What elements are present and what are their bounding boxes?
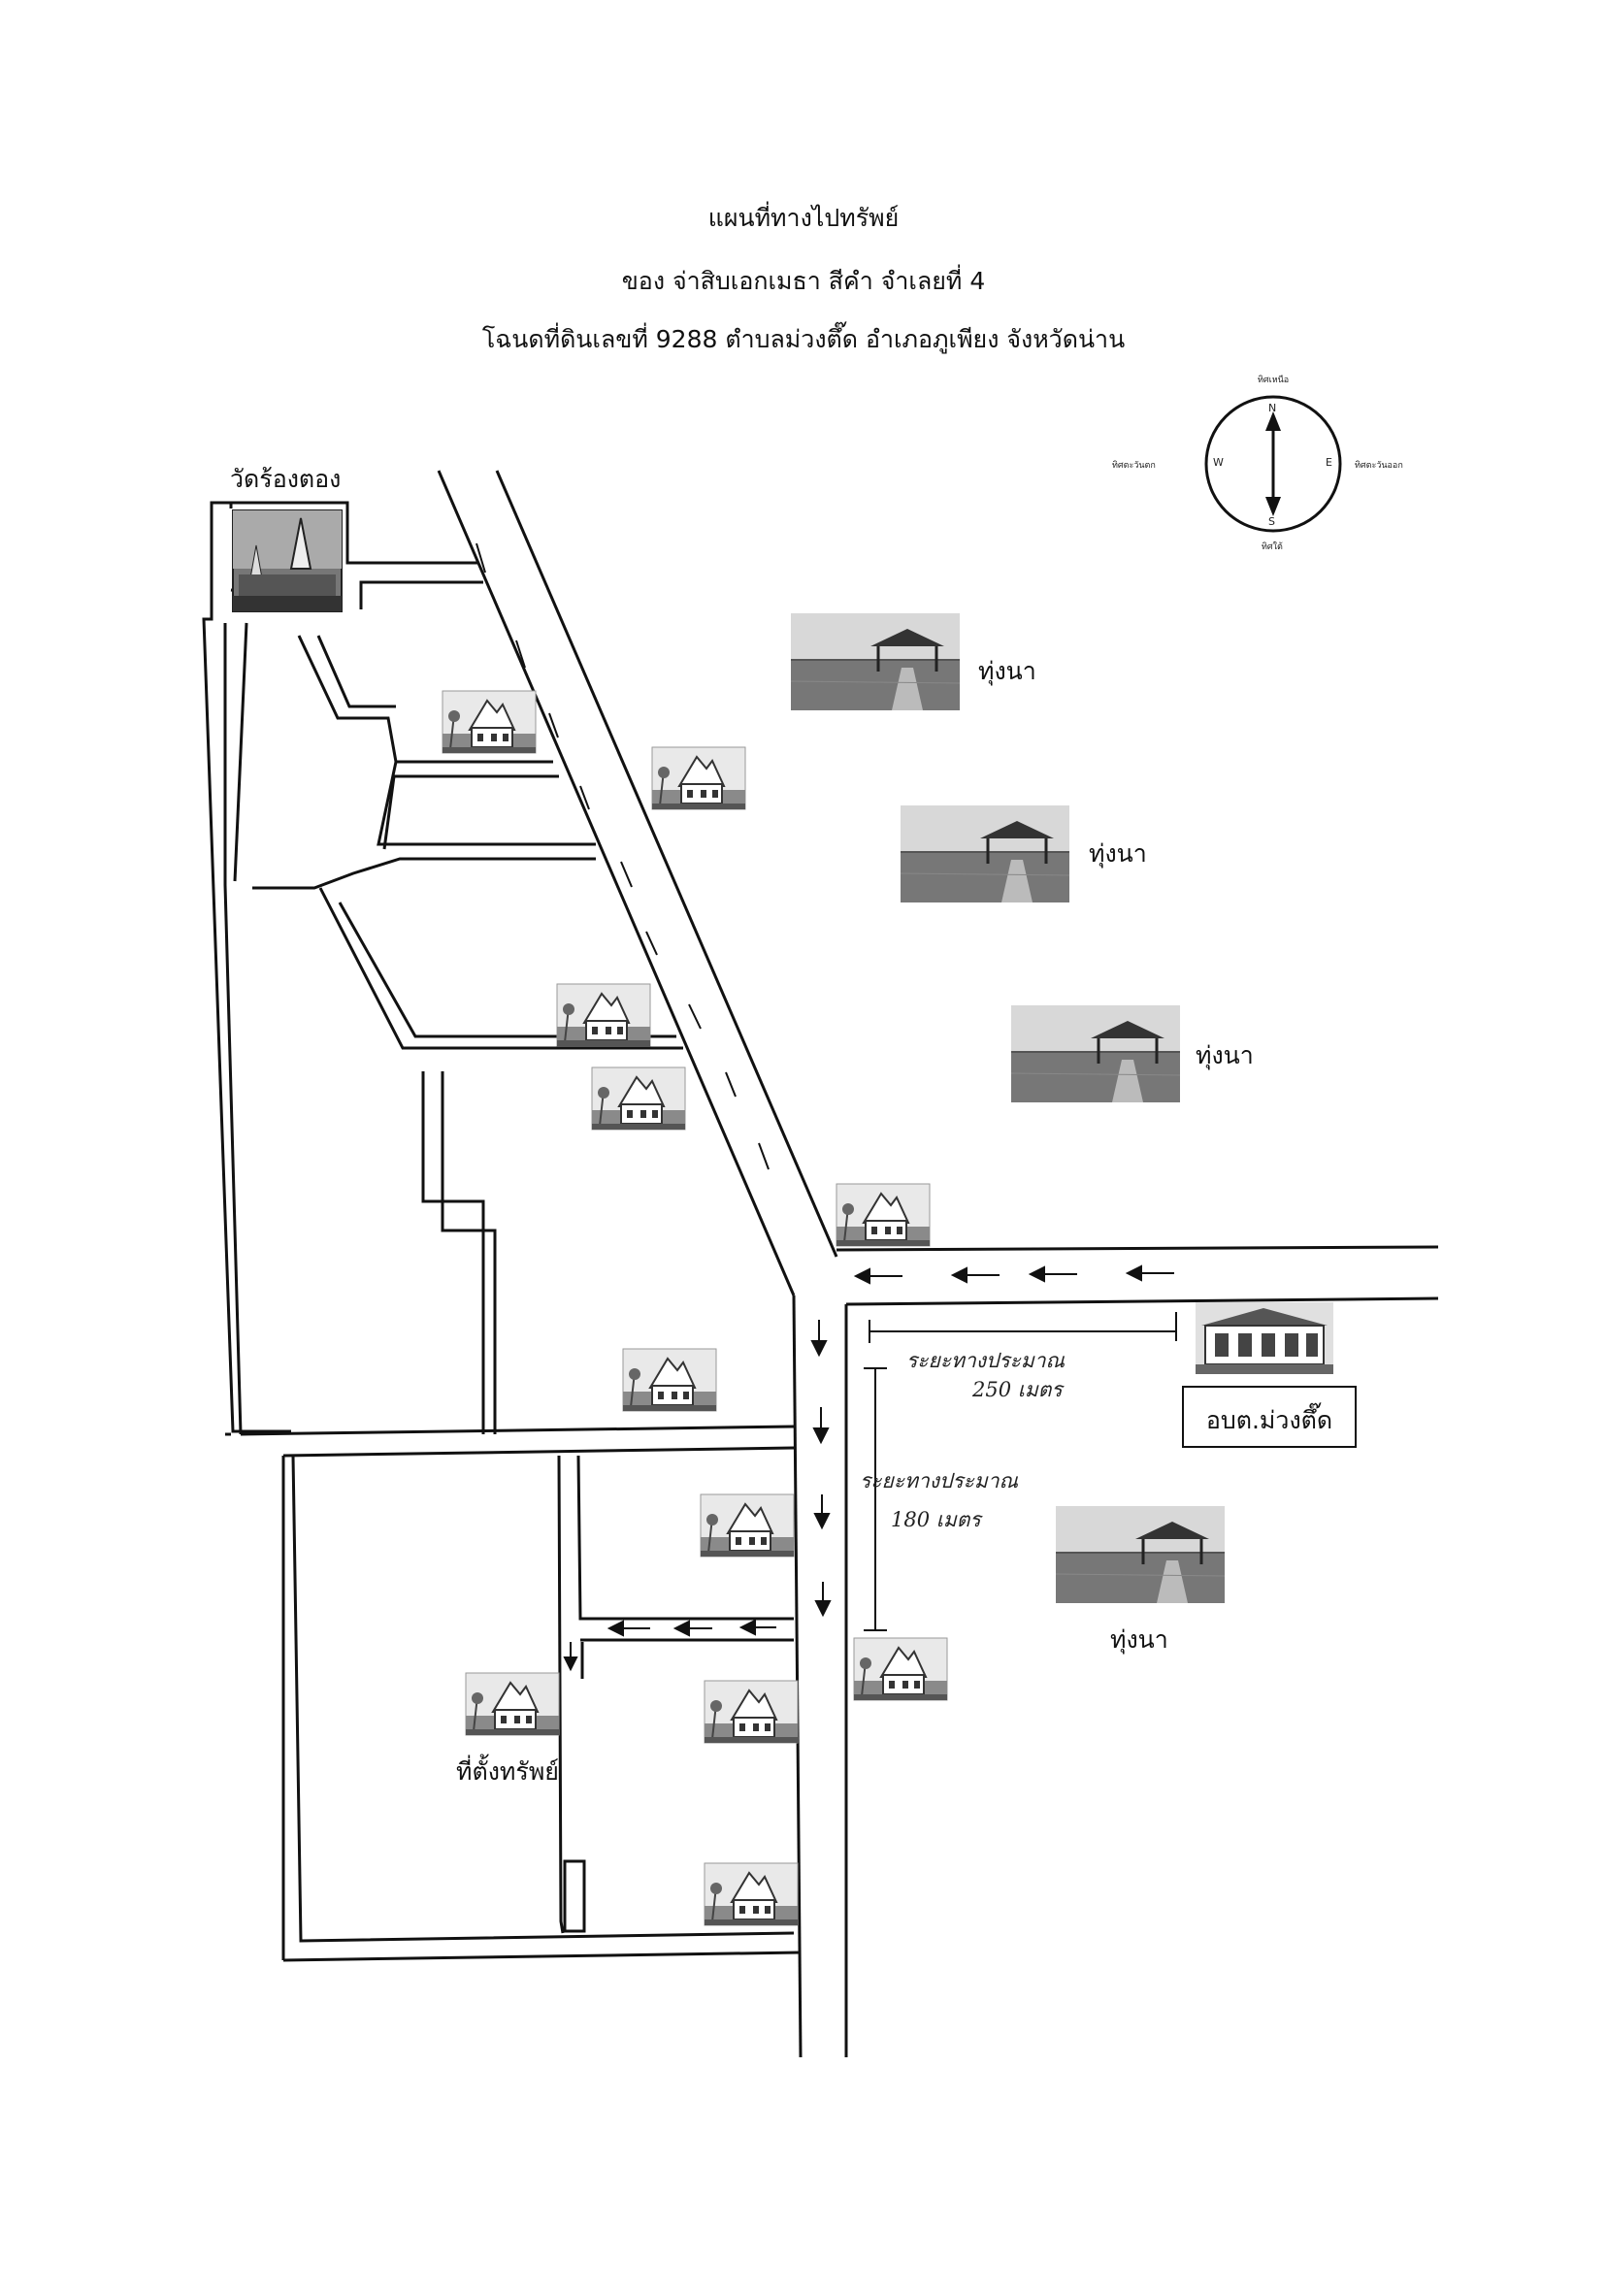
south-road: [792, 1295, 848, 2058]
temple-icon: [232, 509, 343, 612]
north-arrow-icon: [1265, 411, 1281, 431]
compass: [1204, 395, 1342, 533]
temple-label: วัดร้องตอง: [230, 465, 342, 493]
direction-arrows: [563, 1264, 1174, 1672]
map-title: แผนที่ทางไปทรัพย์: [707, 204, 900, 232]
field-label-3: ทุ่งนา: [1196, 1041, 1254, 1069]
west-lane: [202, 501, 802, 1962]
east-road: [836, 1245, 1439, 1306]
house-icon: [622, 1348, 717, 1412]
compass-n: N: [1268, 402, 1277, 414]
compass-east-word: ทิศตะวันออก: [1355, 461, 1403, 471]
distance-note-2-line2: 180 เมตร: [891, 1508, 981, 1531]
house-icon: [442, 690, 537, 754]
house-icon: [836, 1183, 931, 1247]
rice-field-pavilion-icon: [899, 804, 1071, 904]
distance-markers: [864, 1312, 1177, 1631]
house-icon: [704, 1862, 799, 1926]
house-icon: [704, 1680, 799, 1744]
field-label-1: ทุ่งนา: [978, 657, 1036, 685]
office-label-box: อบต.ม่วงตึ๊ด: [1182, 1386, 1357, 1448]
deed-line: โฉนดที่ดินเลขที่ 9288 ตำบลม่วงตึ๊ด อำเภอ…: [481, 325, 1126, 353]
compass-s: S: [1268, 515, 1275, 528]
compass-south-word: ทิศใต้: [1262, 542, 1283, 552]
compass-w: W: [1213, 456, 1224, 469]
house-icon: [651, 746, 746, 810]
office-label: อบต.ม่วงตึ๊ด: [1205, 1406, 1333, 1434]
compass-west-word: ทิศตะวันตก: [1112, 461, 1156, 471]
distance-note-1-line1: ระยะทางประมาณ: [906, 1349, 1066, 1372]
house-icon: [700, 1493, 795, 1558]
owner-line: ของ จ่าสิบเอกเมธา สีคำ จำเลยที่ 4: [621, 267, 986, 295]
house-icon: [591, 1066, 686, 1131]
property-location-label: ที่ตั้งทรัพย์: [456, 1757, 559, 1786]
rice-field-pavilion-icon: [1009, 1003, 1182, 1104]
south-arrow-icon: [1265, 497, 1281, 516]
compass-north-word: ทิศเหนือ: [1258, 376, 1290, 385]
field-label-4: ทุ่งนา: [1110, 1625, 1168, 1654]
distance-note-2-line1: ระยะทางประมาณ: [860, 1469, 1019, 1492]
compass-e: E: [1326, 456, 1332, 469]
house-icon: [853, 1637, 948, 1701]
property-house-icon: [465, 1672, 560, 1736]
rice-field-pavilion-icon: [1054, 1504, 1227, 1605]
distance-note-1-line2: 250 เมตร: [972, 1378, 1063, 1401]
diagonal-main-road: [437, 470, 838, 1296]
field-label-2: ทุ่งนา: [1089, 839, 1147, 868]
rice-field-pavilion-icon: [789, 611, 962, 712]
house-icon: [556, 983, 651, 1047]
office-building-icon: [1195, 1301, 1334, 1375]
